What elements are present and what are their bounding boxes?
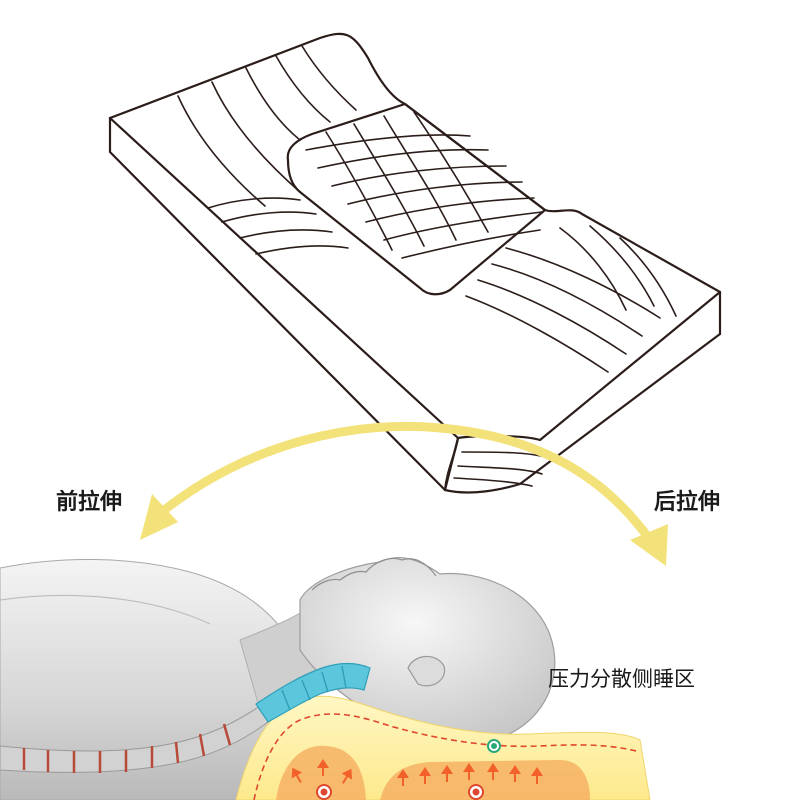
arc-arrow: [140, 421, 668, 566]
pressure-arrow: [291, 759, 543, 786]
back-stretch-label: 后拉伸: [654, 490, 721, 515]
head-neck-illustration: [0, 556, 556, 800]
side-sleep-zone-label: 压力分散侧睡区: [548, 667, 695, 691]
spine: [0, 662, 371, 773]
pillow-illustration: [108, 32, 722, 494]
front-stretch-label: 前拉伸: [56, 490, 123, 515]
